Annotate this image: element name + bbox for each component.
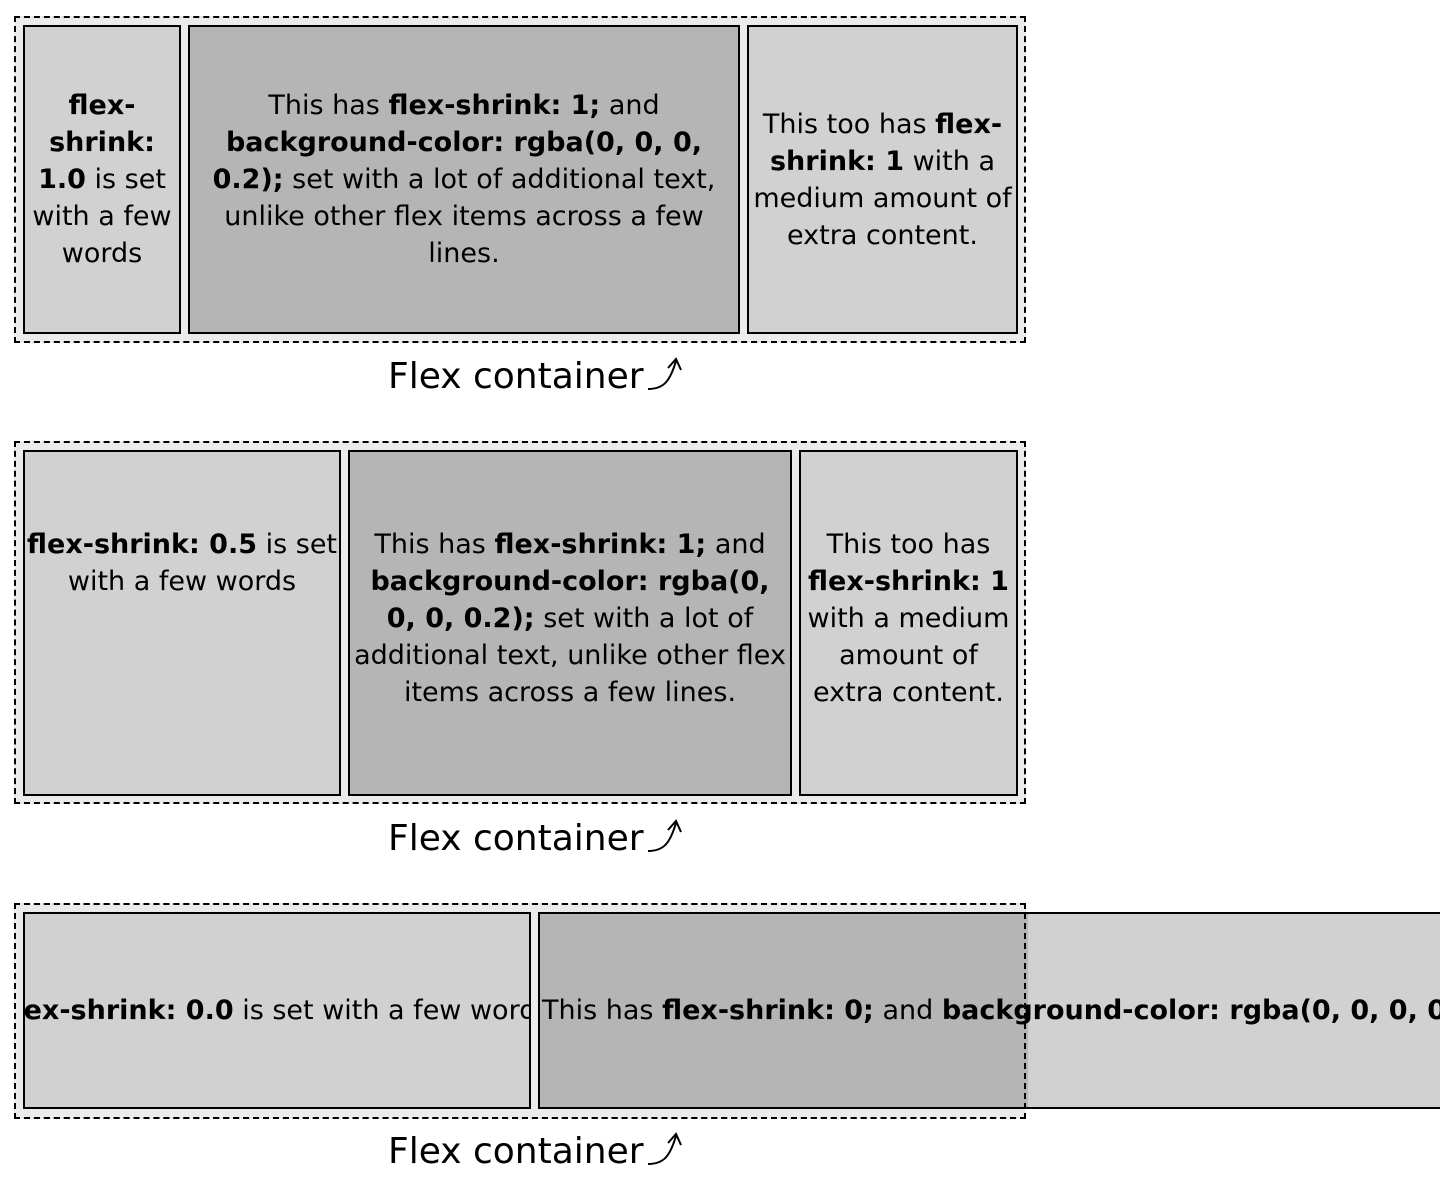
caption-flex-container-1: Flex container (388, 355, 686, 397)
flex-item-3-2: This has flex-shrink: 0; and background-… (538, 912, 1440, 1109)
caption-label: Flex container (388, 1131, 644, 1172)
caption-flex-container-3: Flex container (388, 1130, 686, 1172)
bold-text: background-color: rgba(0, 0, 0, 0.2); (370, 566, 770, 634)
flex-item-text: flex-shrink: 0.5 is set with a few words (27, 529, 338, 597)
bold-text: flex-shrink: 1 (769, 108, 1003, 177)
flex-item-text: This has flex-shrink: 0; and background-… (540, 992, 1440, 1029)
bold-text: flex-shrink: 1.0 (38, 90, 155, 195)
flex-item-2-1: flex-shrink: 0.5 is set with a few words (23, 450, 341, 796)
bold-text: background-color: rgba(0, 0, 0, 0.2); (941, 995, 1440, 1026)
caption-label: Flex container (388, 818, 644, 859)
flex-item-text: This has flex-shrink: 1; and background-… (354, 529, 786, 708)
curved-arrow-icon (647, 819, 682, 852)
flex-item-text: This too has flex-shrink: 1 with a mediu… (807, 529, 1010, 708)
flex-item-1-1: flex-shrink: 1.0 is set with a few words (23, 25, 181, 334)
bold-text: flex-shrink: 1; (388, 90, 601, 121)
bold-text: flex-shrink: 0.0 (23, 995, 234, 1026)
caption-flex-container-2: Flex container (388, 817, 686, 859)
caption-label: Flex container (388, 356, 644, 397)
flex-item-text: This has flex-shrink: 1; and background-… (212, 90, 716, 269)
bold-text: flex-shrink: 1; (494, 529, 707, 560)
flex-item-text: flex-shrink: 1.0 is set with a few words (32, 90, 172, 269)
bold-text: flex-shrink: 0.5 (27, 529, 258, 560)
bold-text: background-color: rgba(0, 0, 0, 0.2); (212, 127, 702, 195)
flex-item-1-3: This too has flex-shrink: 1 with a mediu… (747, 25, 1018, 334)
flex-item-1-2: This has flex-shrink: 1; and background-… (188, 25, 740, 334)
bold-text: flex-shrink: 0; (662, 995, 874, 1026)
flex-item-text: This too has flex-shrink: 1 with a mediu… (753, 108, 1012, 251)
flex-item-3-1: flex-shrink: 0.0 is set with a few words (23, 912, 531, 1109)
curved-arrow-icon (647, 357, 682, 390)
flex-item-2-3: This too has flex-shrink: 1 with a mediu… (799, 450, 1018, 796)
flex-item-2-2: This has flex-shrink: 1; and background-… (348, 450, 792, 796)
curved-arrow-icon (647, 1132, 682, 1165)
flex-item-text: flex-shrink: 0.0 is set with a few words (23, 992, 529, 1029)
bold-text: flex-shrink: 1 (808, 566, 1009, 597)
